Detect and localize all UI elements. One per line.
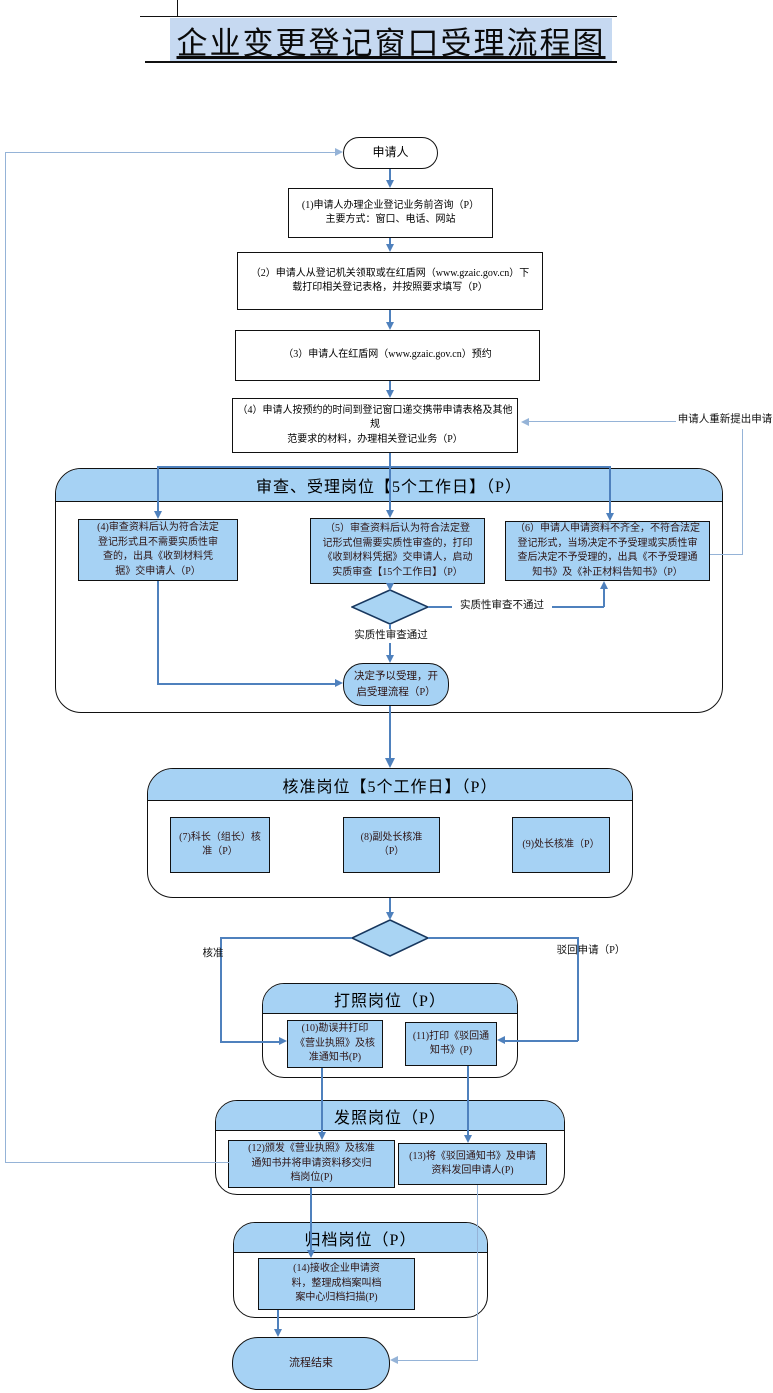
connector-start-step1	[389, 169, 391, 181]
step-4-box: （4）申请人按预约的时间到登记窗口递交携带申请表格及其他规 范要求的材料，办理相…	[232, 398, 518, 453]
connector-archive-end	[277, 1310, 279, 1329]
branch-drop-left	[157, 466, 159, 511]
fail-path-vertical	[603, 588, 605, 607]
connector-issue-a-archive	[310, 1188, 312, 1251]
connector-accept-approve	[389, 706, 391, 759]
connector-step1-step2	[389, 238, 391, 245]
title-top-rule	[140, 16, 617, 17]
title-bottom-rule	[145, 61, 617, 63]
branch-drop-right	[609, 466, 611, 513]
arrow-into-review-c-bottom	[600, 581, 608, 589]
branch-drop-mid	[389, 466, 391, 510]
approve-box-c: (9)处长核准（P）	[512, 817, 610, 873]
end-node: 流程结束	[232, 1337, 390, 1390]
approve-section-header: 核准岗位【5个工作日】（P）	[148, 769, 632, 801]
label-rejected: 驳回申请（P）	[556, 945, 626, 956]
arrow-into-review-b	[386, 510, 394, 518]
return-left-vertical	[5, 152, 6, 1163]
arrow-into-archive-box	[307, 1250, 315, 1258]
rejected-path-h1	[428, 937, 579, 939]
label-review-fail: 实质性审查不通过	[452, 599, 552, 613]
reapply-vertical	[742, 429, 743, 555]
review-box-b: （5）审查资料后认为符合法定登 记形式但需要实质性审查的，打印 《收到材料凭据》…	[310, 518, 485, 584]
arrow-into-start	[335, 148, 343, 156]
arrow-into-print-a	[279, 1037, 287, 1045]
reapply-from-review-c	[710, 554, 743, 555]
arrow-into-step2	[386, 244, 394, 252]
connector-print-a-issue-a	[321, 1068, 323, 1133]
approved-path-h2	[220, 1041, 280, 1043]
arrow-into-accept	[386, 655, 394, 663]
arrow-into-review-a	[154, 511, 162, 519]
arrow-into-issue-a	[318, 1132, 326, 1140]
arrow-into-print-b	[497, 1036, 505, 1044]
reapply-horizontal	[529, 421, 677, 422]
arrow-into-decision1	[386, 583, 394, 591]
step-3-box: （3）申请人在红盾网（www.gzaic.gov.cn）预约	[235, 330, 540, 381]
rejected-path-v	[577, 937, 579, 1041]
approved-path-v	[220, 937, 222, 1042]
review-box-c: （6）申请人申请资料不齐全，不符合法定 登记形式，当场决定不予受理或实质性审 查…	[505, 521, 710, 581]
connector-print-b-issue-b	[467, 1066, 469, 1136]
review-a-to-accept	[157, 683, 337, 685]
branch-horizontal-line	[158, 466, 610, 468]
connector-step4-branch	[389, 453, 391, 466]
issue-box-a: (12)颁发《营业执照》及核准 通知书并将申请资料移交归 档岗位(P)	[228, 1140, 395, 1188]
connector-step2-step3	[389, 310, 391, 323]
rejected-path-h2	[504, 1040, 578, 1042]
arrow-into-approve-section	[385, 758, 395, 768]
start-node: 申请人	[343, 137, 438, 169]
approve-box-a: (7)科长（组长）核 准（P）	[170, 817, 270, 873]
arrow-into-accept-left	[335, 679, 343, 687]
label-reapply: 申请人重新提出申请	[676, 413, 773, 427]
arrow-into-decision2	[386, 912, 394, 920]
approved-path-h1	[220, 937, 352, 939]
arrow-into-review-c	[606, 513, 614, 521]
arrow-into-step4-right	[521, 418, 529, 426]
print-box-a: (10)勘误并打印 《营业执照》及核 准通知书(P)	[287, 1020, 383, 1068]
print-section-header: 打照岗位（P）	[263, 984, 517, 1014]
label-review-pass: 实质性审查通过	[345, 629, 437, 643]
label-approved: 核准	[202, 948, 224, 959]
approve-box-b: (8)副处长核准 （P）	[343, 817, 440, 873]
arrow-into-step3	[386, 322, 394, 330]
return-left-horizontal-bottom	[5, 1162, 229, 1163]
arrow-into-end	[274, 1329, 282, 1337]
connector-step3-step4	[389, 381, 391, 391]
print-box-b: (11)打印《驳回通 知书》(P)	[405, 1022, 497, 1066]
decision-approval	[351, 919, 429, 957]
step-2-box: （2）申请人从登记机关领取或在红盾网（www.gzaic.gov.cn）下 载打…	[237, 252, 543, 310]
page-title: 企业变更登记窗口受理流程图	[170, 18, 612, 62]
title-tick-line	[177, 0, 178, 17]
review-box-a: (4)审查资料后认为符合法定 登记形式且不需要实质性审 查的，出具《收到材料凭 …	[78, 519, 238, 581]
issue-b-end-horizontal	[397, 1360, 478, 1361]
connector-approve-decision2	[389, 898, 391, 913]
accept-node: 决定予以受理，开 启受理流程（P）	[343, 663, 449, 706]
issue-box-b: (13)将《驳回通知书》及申请 资料发回申请人(P)	[398, 1143, 547, 1185]
issue-b-end-vertical	[477, 1185, 478, 1361]
arrow-into-step4	[386, 390, 394, 398]
archive-section-header: 归档岗位（P）	[234, 1223, 487, 1253]
arrow-into-issue-b	[464, 1135, 472, 1143]
step-1-box: (1)申请人办理企业登记业务前咨询（P） 主要方式：窗口、电话、网站	[288, 188, 493, 238]
archive-box: (14)接收企业申请资 料，整理成档案叫档 案中心归档扫描(P)	[258, 1258, 415, 1310]
review-a-down	[157, 581, 159, 684]
arrow-into-step1	[386, 180, 394, 188]
issue-section-header: 发照岗位（P）	[216, 1101, 564, 1131]
arrow-into-end-right	[390, 1356, 398, 1364]
decision-substantive-review	[351, 589, 429, 625]
return-left-horizontal-top	[5, 152, 336, 153]
